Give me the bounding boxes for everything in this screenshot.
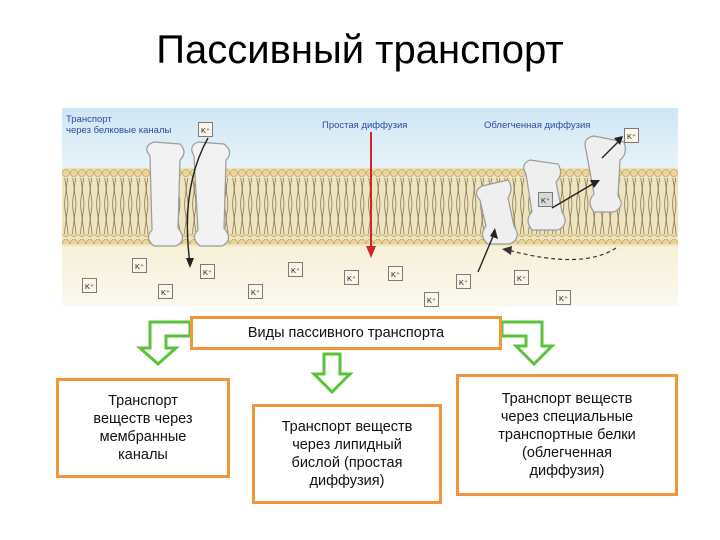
potassium-ion: K⁺	[198, 122, 213, 137]
slide-title: Пассивный транспорт	[156, 28, 564, 72]
channel-transport-box: Транспорт веществ через мембранные канал…	[56, 378, 230, 478]
potassium-ion: K⁺	[556, 290, 571, 305]
channels-label: Транспорт через белковые каналы	[66, 114, 172, 136]
carrier-arrow-1	[477, 233, 495, 273]
branch-arrow-center	[310, 352, 354, 395]
potassium-ion: K⁺	[514, 270, 529, 285]
potassium-ion: K⁺	[200, 264, 215, 279]
carrier-arrow-2	[551, 181, 597, 209]
potassium-ion: K⁺	[248, 284, 263, 299]
potassium-ion: K⁺	[424, 292, 439, 307]
carrier-return-arrow	[507, 247, 617, 261]
potassium-ion: K⁺	[344, 270, 359, 285]
carrier-protein	[475, 135, 626, 245]
potassium-ion: K⁺	[624, 128, 639, 143]
potassium-ion: K⁺	[132, 258, 147, 273]
simple-diffusion-arrow	[366, 132, 376, 258]
simple-diffusion-box: Транспорт веществ через липидный бислой …	[252, 404, 442, 504]
facilitated-diffusion-box: Транспорт веществ через специальные тран…	[456, 374, 678, 496]
facilitated-diffusion-label: Облегченная диффузия	[484, 120, 591, 131]
membrane-illustration	[62, 108, 678, 395]
potassium-ion: K⁺	[288, 262, 303, 277]
potassium-ion: K⁺	[456, 274, 471, 289]
passive-transport-types-box: Виды пассивного транспорта	[190, 316, 502, 350]
potassium-ion: K⁺	[158, 284, 173, 299]
carrier-arrow-3	[601, 139, 621, 159]
channel-protein	[146, 141, 231, 247]
passive-transport-figure: Транспорт через белковые каналы Простая …	[56, 108, 678, 508]
channel-transport-arrow	[186, 137, 209, 265]
potassium-ion: K⁺	[388, 266, 403, 281]
branch-arrow-right	[500, 320, 556, 367]
simple-diffusion-label: Простая диффузия	[322, 120, 408, 131]
potassium-ion: K⁺	[538, 192, 553, 207]
branch-arrow-left	[136, 320, 192, 367]
potassium-ion: K⁺	[82, 278, 97, 293]
